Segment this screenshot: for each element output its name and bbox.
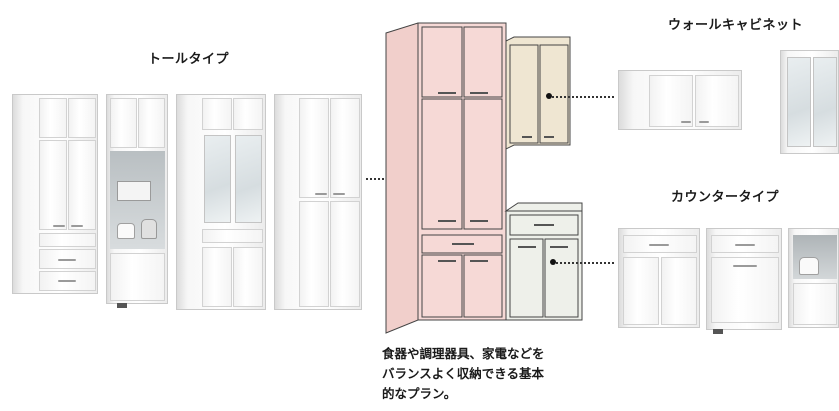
cabinet-door xyxy=(623,257,659,325)
cabinet-handle xyxy=(58,280,76,282)
cabinet-drawer xyxy=(202,229,263,243)
counter-cabinet-drawers xyxy=(706,228,782,334)
pointer-dot-counter xyxy=(550,259,556,265)
cabinet-handle xyxy=(733,265,757,267)
cabinet-door xyxy=(110,98,137,148)
caption-line-3: 的なプラン。 xyxy=(382,386,457,401)
tall-unit-handles xyxy=(438,92,488,262)
wall-cabinet-label: ウォールキャビネット xyxy=(668,18,804,33)
wall-unit-section xyxy=(505,36,571,150)
glass-door xyxy=(204,135,231,223)
cabinet-handle xyxy=(699,121,709,123)
cabinet-door xyxy=(202,247,232,307)
main-cabinet-illustration xyxy=(385,22,583,334)
cabinet-door xyxy=(68,140,96,230)
cabinet-door xyxy=(330,98,360,198)
caption-line-1: 食器や調理器具、家電などを xyxy=(382,346,545,361)
cabinet-handle xyxy=(53,225,65,227)
pointer-dot-wall xyxy=(546,93,552,99)
description-caption: 食器や調理器具、家電などを バランスよく収納できる基本 的なプラン。 xyxy=(382,344,612,404)
cabinet-door xyxy=(695,75,739,127)
cabinet-handle xyxy=(681,121,691,123)
tall-cabinet-glass-doors xyxy=(176,94,266,310)
rice-cooker xyxy=(799,257,819,275)
cabinet-handle xyxy=(649,244,669,246)
cabinet-handle xyxy=(315,193,327,195)
tall-type-label: トールタイプ xyxy=(148,52,230,67)
cabinet-door xyxy=(299,201,329,307)
cabinet-handle xyxy=(333,193,345,195)
glass-door xyxy=(235,135,262,223)
cabinet-drawer xyxy=(39,233,96,247)
cabinet-drawer xyxy=(711,257,779,323)
cabinet-handle xyxy=(735,244,755,246)
tall-cabinet-open-shelf xyxy=(106,94,168,308)
microwave xyxy=(117,181,151,201)
cabinet-handle xyxy=(71,225,83,227)
dotted-connector-counter xyxy=(556,262,614,264)
counter-type-label: カウンタータイプ xyxy=(671,190,780,205)
cabinet-door xyxy=(202,98,232,130)
counter-unit-section xyxy=(504,202,583,321)
cabinet-door xyxy=(233,98,263,130)
cabinet-door xyxy=(299,98,329,198)
tall-unit-section xyxy=(385,22,507,334)
kettle xyxy=(141,219,157,239)
rice-cooker xyxy=(117,223,135,239)
caption-line-2: バランスよく収納できる基本 xyxy=(382,366,545,381)
cabinet-handle xyxy=(58,259,76,261)
wall-cabinet-glass xyxy=(780,50,839,154)
cabinet-foot xyxy=(713,329,723,334)
counter-cabinet-open xyxy=(788,228,839,328)
cabinet-drawer xyxy=(110,253,165,301)
cabinet-door xyxy=(649,75,693,127)
cabinet-drawer xyxy=(793,283,837,325)
cabinet-door xyxy=(138,98,165,148)
glass-door xyxy=(787,57,811,147)
tall-cabinet-white-doors xyxy=(12,94,98,294)
cabinet-door xyxy=(39,140,67,230)
dotted-connector-wall xyxy=(552,96,614,98)
cabinet-door xyxy=(68,98,96,138)
tall-cabinet-full-doors xyxy=(274,94,362,310)
wall-cabinet-white xyxy=(618,70,742,130)
glass-door xyxy=(813,57,837,147)
cabinet-door xyxy=(330,201,360,307)
cabinet-door xyxy=(661,257,697,325)
cabinet-door xyxy=(233,247,263,307)
cabinet-door xyxy=(39,98,67,138)
cabinet-foot xyxy=(117,303,127,308)
counter-cabinet-doors xyxy=(618,228,700,328)
